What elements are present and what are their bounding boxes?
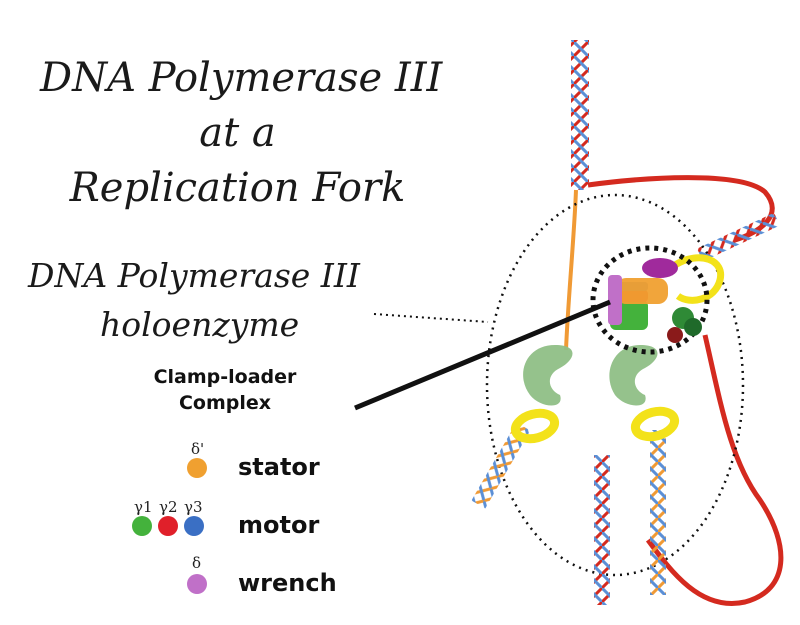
right-polymerase-core xyxy=(609,345,658,406)
replisome-ellipse xyxy=(485,193,745,577)
right-sliding-clamp xyxy=(630,406,680,442)
tau-domain-darkred xyxy=(667,327,683,343)
legend-motor-symbol-3: γ3 xyxy=(184,498,203,516)
parental-dna-duplex xyxy=(571,40,589,190)
clamp-loader-label-line-1: Clamp-loader xyxy=(153,366,297,388)
clamp-loader-wrench-subunit xyxy=(608,275,622,325)
legend-motor-dot-2 xyxy=(158,516,178,536)
holoenzyme-leader-line xyxy=(373,313,489,323)
lower-right-dna-duplex xyxy=(650,430,666,595)
legend-motor-symbol-2: γ2 xyxy=(159,498,178,516)
tau-domain-darkgreen xyxy=(684,318,702,336)
holoenzyme-label-line-2: holoenzyme xyxy=(100,305,300,344)
leading-strand xyxy=(564,189,578,351)
clamp-loader-purple-cap xyxy=(642,258,678,278)
legend-motor-dot-3 xyxy=(184,516,204,536)
legend-wrench-symbol: δ xyxy=(192,554,202,572)
clamp-loader-leader-line xyxy=(354,299,611,411)
title-line-2: at a xyxy=(199,110,276,156)
lagging-strand-lower xyxy=(645,334,784,606)
clamp-loader-label-line-2: Complex xyxy=(178,392,272,414)
clamp-loader-stator-subunit xyxy=(616,278,668,304)
clamp-loader-ring xyxy=(590,245,710,355)
top-sliding-clamp xyxy=(673,254,725,304)
title-line-3: Replication Fork xyxy=(69,165,406,211)
holoenzyme-label-line-1: DNA Polymerase III xyxy=(28,256,360,295)
legend-stator-label: stator xyxy=(238,453,320,481)
right-dna-duplex xyxy=(697,212,780,262)
legend-motor-label: motor xyxy=(238,511,320,539)
legend-wrench-label: wrench xyxy=(238,569,337,597)
legend-motor-symbol-1: γ1 xyxy=(134,498,153,516)
legend-stator-symbol: δ' xyxy=(191,440,205,458)
lower-left-dna-duplex xyxy=(471,422,531,509)
legend-stator-dot xyxy=(187,458,207,478)
left-polymerase-core xyxy=(523,345,573,406)
left-sliding-clamp xyxy=(510,408,560,444)
title-line-1: DNA Polymerase III xyxy=(40,55,443,101)
legend-motor-dot-1 xyxy=(132,516,152,536)
legend-wrench-dot xyxy=(187,574,207,594)
lower-center-dna-duplex xyxy=(594,455,610,605)
